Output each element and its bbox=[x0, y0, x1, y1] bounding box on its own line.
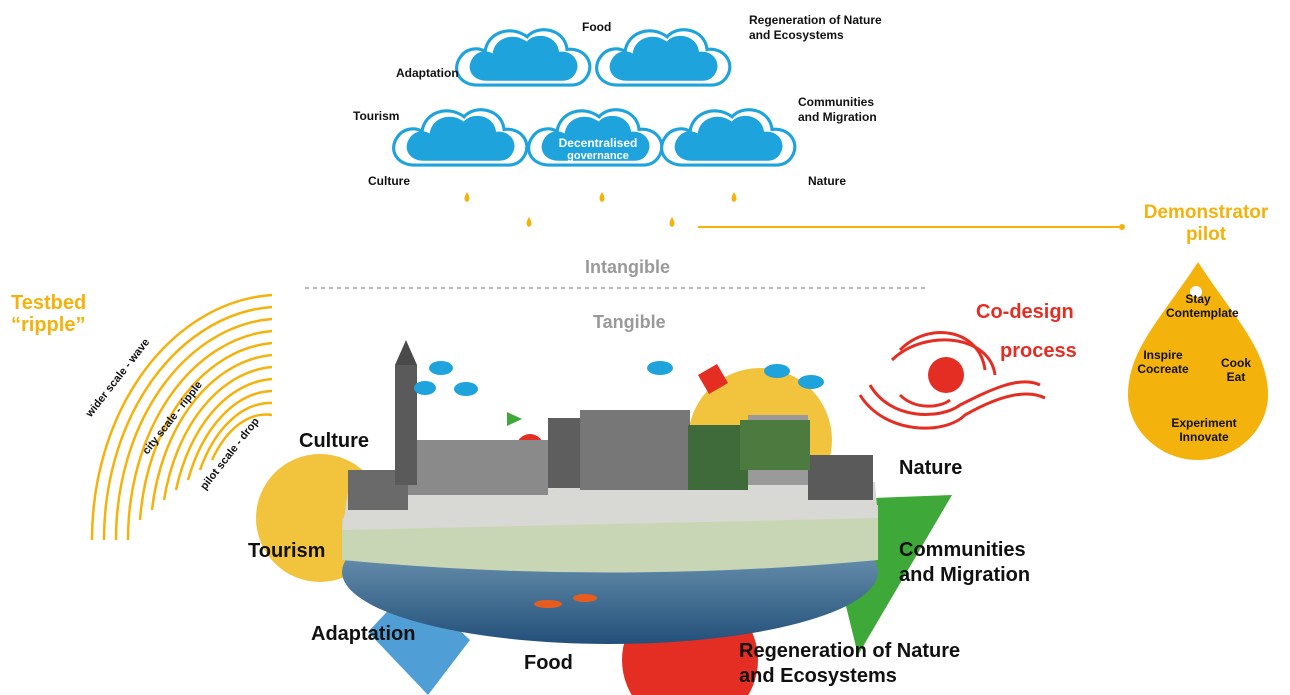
label-communities-top-1: Communities bbox=[798, 95, 875, 109]
governance-label-2: governance bbox=[567, 150, 629, 162]
label-regeneration-bottom-2: and Ecosystems bbox=[739, 665, 897, 687]
cloud-culture-tourism bbox=[392, 108, 529, 167]
testbed-title: Testbed “ripple” bbox=[11, 292, 86, 336]
intangible-label: Intangible bbox=[585, 257, 670, 277]
label-regeneration-bottom-1: Regeneration of Nature bbox=[739, 640, 961, 662]
label-nature-top: Nature bbox=[808, 174, 847, 188]
codesign-label-2: process bbox=[1000, 340, 1077, 362]
label-communities-bottom-1: Communities bbox=[899, 539, 1026, 561]
label-culture-bottom: Culture bbox=[299, 430, 369, 452]
label-tourism-top: Tourism bbox=[353, 109, 400, 123]
demonstrator-title-2: pilot bbox=[1185, 223, 1227, 245]
codesign-spiral bbox=[858, 331, 1046, 430]
label-communities-top-2: and Migration bbox=[798, 110, 877, 124]
tangible-label: Tangible bbox=[593, 312, 666, 332]
label-adaptation-bottom: Adaptation bbox=[311, 623, 416, 645]
testbed-title-1: Testbed bbox=[11, 292, 87, 314]
red-square bbox=[697, 363, 729, 395]
label-nature-bottom: Nature bbox=[899, 457, 963, 479]
label-tourism-bottom: Tourism bbox=[248, 540, 326, 562]
codesign-label-1: Co-design bbox=[976, 301, 1074, 323]
label-adaptation-top: Adaptation bbox=[396, 66, 459, 80]
label-communities-bottom-2: and Migration bbox=[899, 564, 1031, 586]
demonstrator-title-1: Demonstrator bbox=[1143, 202, 1269, 223]
small-clouds bbox=[414, 361, 824, 396]
green-flag bbox=[507, 412, 522, 426]
demonstrator-drop bbox=[1128, 262, 1268, 460]
label-regeneration-top-1: Regeneration of Nature bbox=[749, 13, 882, 27]
label-culture-top: Culture bbox=[368, 174, 410, 188]
governance-label-1: Decentralised bbox=[558, 136, 638, 150]
label-food-bottom: Food bbox=[524, 652, 573, 674]
venice-island-collage bbox=[342, 340, 878, 644]
ripple-arcs bbox=[90, 293, 273, 541]
cloud-nature-communities bbox=[660, 108, 797, 167]
cloud-food-regen-left bbox=[455, 28, 592, 87]
cloud-food-regen-right bbox=[595, 28, 732, 87]
label-food-top: Food bbox=[582, 20, 612, 34]
demonstrator-title: Demonstrator pilot bbox=[1136, 202, 1276, 246]
raindrops bbox=[464, 192, 737, 227]
label-regeneration-top-2: and Ecosystems bbox=[749, 28, 844, 42]
testbed-title-2: “ripple” bbox=[11, 314, 86, 336]
